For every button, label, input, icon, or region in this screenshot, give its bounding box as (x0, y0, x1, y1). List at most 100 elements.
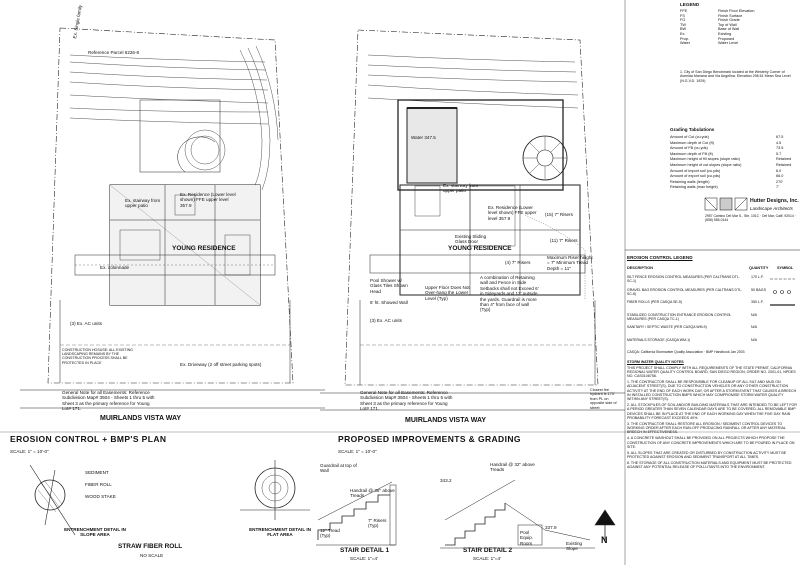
straw-roll: FIBER ROLL (85, 482, 112, 487)
storm-note-item: 4. A CONCRETE WASHOUT SHALL BE PROVIDED … (627, 436, 795, 449)
right-ex-ac: (3) Ex. AC units (370, 318, 402, 323)
legend-desc: Water Level (718, 41, 739, 46)
legend-code: Water (680, 41, 690, 46)
stair2-existing-slope: Existing Slope (566, 541, 583, 552)
straw-sediment: SEDIMENT (85, 470, 109, 475)
erosion-col-desc: DESCRIPTION (627, 266, 653, 270)
grading-row-label: Maximum depth of Fill (ft) (670, 151, 713, 156)
storm-notes: STORM WATER QUALITY NOTES THIS PROJECT S… (627, 360, 797, 471)
erosion-row-qty: N/A (751, 337, 757, 342)
right-street-name: MUIRLANDS VISTA WAY (405, 417, 487, 424)
firm-logo (704, 197, 748, 211)
legend-desc: Finish Floor Elevation (718, 9, 755, 13)
storm-intro: THIS PROJECT SHALL COMPLY WITH ALL REQUI… (627, 365, 796, 379)
grading-row-label: Maximum height of cut slopes (slope rati… (670, 163, 742, 167)
storm-title: STORM WATER QUALITY NOTES (627, 360, 684, 364)
erosion-title: EROSION CONTROL LEGEND (627, 255, 693, 260)
left-plan-scale: SCALE: 1" = 10'-0" (10, 449, 49, 454)
erosion-symbols (770, 278, 795, 306)
grading-row-value: 6.0 (776, 168, 782, 173)
right-property-line (344, 29, 599, 386)
erosion-row-desc: FIBER ROLLS (PER CASQA SE-5) (627, 300, 683, 304)
grading-row-value: 270' (776, 179, 784, 184)
right-riser-15: (15) 7" Risers (545, 212, 573, 217)
grading-row-label: Amount of export soil (cu.yds) (670, 174, 721, 179)
left-street-name: MUIRLANDS VISTA WAY (100, 415, 182, 422)
legend-code: FS (680, 13, 685, 18)
right-plan-title: PROPOSED IMPROVEMENTS & GRADING (338, 434, 521, 444)
grading-row-label: Retaining walls (max height) (670, 185, 718, 190)
grading-row-label: Amount of Fill (cu.yds) (670, 146, 708, 151)
grading-row-value: 5.7 (776, 151, 782, 156)
storm-note-item: 6. THE STORAGE OF ALL CONSTRUCTION MATER… (627, 460, 792, 470)
legend-code: TW (680, 22, 686, 27)
left-plan-title: EROSION CONTROL + BMP'S PLAN (10, 434, 167, 444)
right-max-riser: Maximum Riser height = 7" Minimum Tread … (547, 255, 593, 271)
casqa-note: CASQA: California Stormwater Quality Ass… (627, 350, 745, 354)
right-riser-11: (11) 7" Risers (550, 238, 578, 243)
erosion-row-qty: N/A (751, 312, 757, 317)
erosion-legend: EROSION CONTROL LEGEND DESCRIPTION QUANT… (627, 255, 799, 355)
legend-desc: Existing (718, 32, 732, 36)
left-easement-note: General Note for all Easements: Referenc… (62, 390, 155, 412)
storm-note-item: 2. ALL STOCKPILES OF SOIL AND/OR BUILDIN… (627, 403, 797, 421)
stair2-pool: Pool Equip. Room (520, 530, 534, 546)
right-water-label: Water 347.5 (411, 135, 436, 140)
straw-stake: WOOD STAKE (85, 494, 116, 499)
benchmark-note: 1. City of San Diego Benchmark located a… (680, 70, 791, 83)
stair2-handrail: Handrail @ 32" above Treads (490, 462, 535, 473)
grading-row-value: 7' (776, 185, 779, 190)
left-ex-driveway: Ex. Driveway (2 off street parking spots… (180, 362, 262, 367)
erosion-col-sym: SYMBOL (777, 266, 794, 270)
right-easement-note: General Note for all Easements: Referenc… (360, 390, 453, 412)
legend-desc: Finish Grade (718, 18, 740, 23)
firm-address: 2957 Camino Del Mar S., Ste. 101C · Del … (705, 214, 796, 222)
storm-note-item: 5. ALL SLOPES THAT ARE CREATED OR DISTUR… (627, 450, 787, 459)
grading-row-value: Retained (776, 163, 792, 167)
right-residence-label: YOUNG RESIDENCE (448, 245, 512, 252)
grading-row-label: Retaining walls (length) (670, 179, 710, 184)
right-upper-floor: Upper Floor Does Not Over-hang the Lower… (425, 285, 470, 301)
legend-code: Prop. (680, 36, 690, 41)
grading-row-value: 73.5 (776, 146, 784, 151)
right-ex-stairway: Ex. stairway from upper patio (443, 183, 479, 194)
stair1-riser: 7" Risers (Typ) (368, 518, 387, 529)
right-hydrant-note: Closest fire hydrant is 175' from PL on … (590, 388, 617, 410)
left-ex-residence: Ex. Residence (Lower level shown) FFE up… (180, 192, 236, 208)
stair1-guardrail: Guardrail at top of Wall (320, 463, 357, 474)
erosion-row-qty: N/A (751, 325, 757, 329)
erosion-row-desc: MATERIALS STORAGE (CASQA WM-1) (627, 337, 691, 342)
legend-code: FG (680, 18, 686, 23)
right-pool-shower: Pool Shower w/ Glass Tiles Shown Head (370, 278, 408, 294)
legend-code: FFE (680, 9, 688, 13)
grading-row-label: Maximum depth of Cut (ft) (670, 140, 714, 145)
straw-flat-caption: ENTRENCHMENT DETAIL IN FLAT AREA (249, 527, 311, 538)
erosion-row-qty: 170 L.F. (751, 275, 764, 279)
grading-row-label: Amount of import soil (cu.yds) (670, 168, 721, 173)
firm-sub: Landscape Architects (750, 206, 793, 211)
erosion-row-desc: STABILIZED CONSTRUCTION ENTRANCE EROSION… (627, 312, 732, 321)
grading-tabulations: Grading Tabulations Amount of Cut (cu.yd… (670, 127, 798, 197)
grading-row-value: 67.5 (776, 135, 784, 139)
left-ex-ac: (3) Ex. AC units (70, 321, 102, 326)
left-ex-stairway: Ex. stairway from upper patio (125, 198, 161, 209)
left-ref-plat: Reference Parcel 6226-8 (88, 50, 140, 55)
firm-name: Hutter Designs, Inc. (750, 198, 799, 204)
stair1-scale: SCALE: 1"=4' (350, 556, 378, 561)
stair2-scale: SCALE: 1"=4' (473, 556, 501, 561)
right-ex-residence: Ex. Residence (Lower level shown) FFE up… (488, 205, 537, 221)
legend-code: BW (680, 27, 687, 32)
stair1-handrail: Handrail @ 36" above Treads (350, 488, 395, 499)
right-combo-wall: A combination of Retaining wall and Fenc… (480, 275, 539, 313)
straw-slope-detail (29, 464, 76, 536)
legend-title: LEGEND (680, 2, 700, 7)
erosion-row-qty: 50 BAGS (751, 287, 766, 292)
erosion-row-desc: GRAVEL BAG EROSION CONTROL MEASURES (PER… (627, 287, 743, 296)
legend-desc: Base of Wall (718, 27, 740, 32)
right-shower-wall: 6' ht. Showed Wall (370, 300, 408, 305)
stair2-title: STAIR DETAIL 2 (463, 547, 513, 554)
storm-note-item: 1. THE CONTRACTOR SHALL BE RESPONSIBLE F… (627, 380, 797, 402)
left-construction-note: CONSTRUCTION HOSUSE: ALL EXISTING LANDSC… (62, 348, 133, 365)
